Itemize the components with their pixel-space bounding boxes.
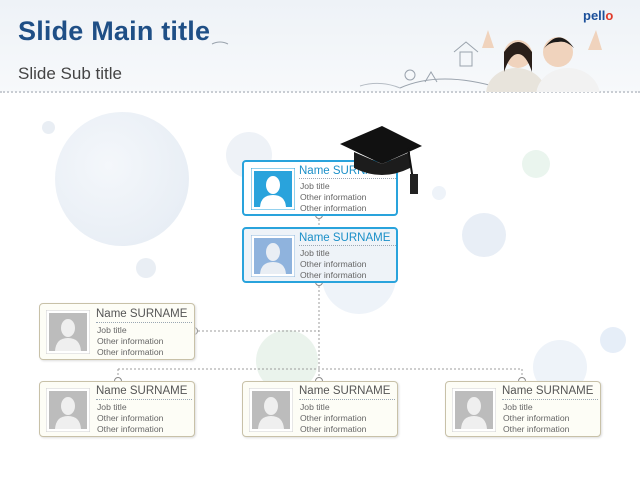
- card-name: Name SURNAME: [299, 232, 391, 244]
- header-divider: [0, 91, 640, 93]
- brand-logo-accent: o: [605, 8, 614, 23]
- background-bubble: [432, 186, 446, 200]
- card-info2: Other information: [97, 423, 164, 434]
- card-info1: Other information: [97, 412, 164, 423]
- card-info: Job title Other information Other inform…: [97, 325, 163, 357]
- card-info: Job title Other information Other inform…: [300, 248, 366, 280]
- card-info2: Other information: [300, 202, 367, 213]
- card-info1: Other information: [503, 412, 570, 423]
- name-underline: [96, 322, 192, 323]
- name-underline: [299, 399, 395, 400]
- card-info2: Other information: [503, 423, 570, 434]
- person-silhouette-icon: [46, 310, 90, 354]
- name-underline: [502, 399, 598, 400]
- brand-logo: pello: [583, 8, 614, 23]
- name-underline: [96, 399, 192, 400]
- students-photo: [482, 30, 602, 92]
- slide-title: Slide Main title: [18, 16, 211, 46]
- card-name: Name SURNAME: [299, 385, 391, 397]
- name-underline: [299, 178, 396, 179]
- card-name: Name SURNAME: [502, 385, 594, 397]
- card-info: Job title Other information Other inform…: [503, 402, 569, 434]
- name-underline: [299, 245, 396, 246]
- card-job: Job title: [300, 402, 330, 412]
- card-info2: Other information: [300, 269, 367, 280]
- background-bubble: [136, 258, 156, 278]
- person-silhouette-icon: [251, 235, 295, 277]
- person-silhouette-icon: [251, 168, 295, 210]
- person-silhouette-icon: [249, 388, 293, 432]
- card-info2: Other information: [300, 423, 367, 434]
- doodle-landscape-icon: [211, 41, 501, 89]
- card-job: Job title: [97, 325, 127, 335]
- card-name: Name SURNAME: [96, 308, 188, 320]
- card-job: Job title: [300, 248, 330, 258]
- card-info: Job title Other information Other inform…: [300, 402, 366, 434]
- card-info1: Other information: [97, 335, 164, 346]
- background-bubble: [522, 150, 550, 178]
- org-card-bottom-1: Name SURNAME Job title Other information…: [39, 381, 195, 437]
- org-card-second: Name SURNAME Job title Other information…: [242, 227, 398, 283]
- card-job: Job title: [300, 181, 330, 191]
- background-bubble: [462, 213, 506, 257]
- org-card-bottom-2: Name SURNAME Job title Other information…: [242, 381, 398, 437]
- card-job: Job title: [97, 402, 127, 412]
- card-info1: Other information: [300, 191, 367, 202]
- background-bubble: [55, 112, 189, 246]
- org-card-side: Name SURNAME Job title Other information…: [39, 303, 195, 360]
- background-bubble: [600, 327, 626, 353]
- slide-subtitle: Slide Sub title: [18, 64, 122, 83]
- card-info2: Other information: [97, 346, 164, 357]
- background-bubble: [42, 121, 55, 134]
- org-card-bottom-3: Name SURNAME Job title Other information…: [445, 381, 601, 437]
- card-info: Job title Other information Other inform…: [300, 181, 366, 213]
- card-info1: Other information: [300, 412, 367, 423]
- card-info1: Other information: [300, 258, 367, 269]
- card-info: Job title Other information Other inform…: [97, 402, 163, 434]
- person-silhouette-icon: [46, 388, 90, 432]
- graduation-cap-icon: [340, 126, 422, 194]
- person-silhouette-icon: [452, 388, 496, 432]
- card-name: Name SURNAME: [96, 385, 188, 397]
- card-job: Job title: [503, 402, 533, 412]
